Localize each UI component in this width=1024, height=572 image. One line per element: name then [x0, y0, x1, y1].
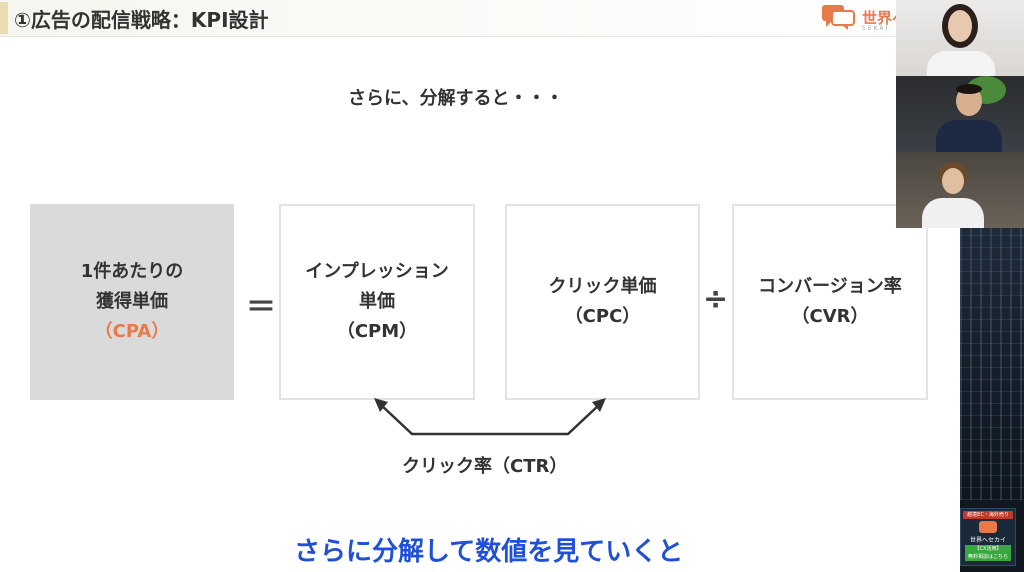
- ctr-label: クリック率（CTR）: [402, 456, 568, 477]
- participant-1-face: [948, 10, 972, 42]
- slide-header: ①広告の配信戦略：KPI設計: [0, 0, 960, 37]
- slide-title: ①広告の配信戦略：KPI設計: [14, 8, 269, 32]
- logo-text: 世界へ: [862, 9, 908, 27]
- ctr-bracket-arrow-icon: [374, 398, 606, 436]
- cvr-abbr: （CVR）: [791, 306, 869, 327]
- participant-3-face: [942, 168, 964, 194]
- channel-badge-line-2: 無料相談はこちら: [967, 554, 1008, 560]
- cpm-line-2: 単価: [359, 291, 395, 312]
- channel-logo-icon: [979, 521, 997, 533]
- cpc-abbr: （CPC）: [564, 306, 641, 327]
- participant-video-3: [896, 152, 1024, 228]
- participant-2-body: [936, 120, 1002, 152]
- cpm-abbr: （CPM）: [336, 321, 418, 342]
- equals-sign: ＝: [246, 290, 276, 325]
- channel-banner-top: 越境EC・海外売り: [963, 511, 1013, 519]
- header-accent-bar: [0, 2, 8, 34]
- slide: ①広告の配信戦略：KPI設計 世界へ SEKAI さらに、分解すると・・・ 1件…: [0, 0, 960, 567]
- channel-banner[interactable]: 越境EC・海外売り 世界へセカイ 【CX活用】 無料相談はこちら: [960, 508, 1016, 566]
- cpm-box: インプレッション 単価 （CPM）: [279, 204, 475, 400]
- divide-sign: ÷: [703, 282, 729, 317]
- logo-subtext: SEKAI: [862, 25, 890, 32]
- cpm-line-1: インプレッション: [305, 261, 449, 282]
- channel-name: 世界へセカイ: [969, 537, 1006, 544]
- intro-text: さらに、分解すると・・・: [348, 88, 564, 109]
- channel-badge-line-1: 【CX活用】: [974, 546, 1002, 552]
- cvr-line-1: コンバージョン率: [758, 276, 902, 297]
- participant-video-1: [896, 0, 1024, 76]
- cpa-box: 1件あたりの 獲得単価 （CPA）: [30, 204, 234, 400]
- cpc-line-1: クリック単価: [548, 276, 657, 297]
- cpa-line-1: 1件あたりの: [80, 261, 184, 282]
- speech-bubble-logo-icon: [822, 5, 855, 30]
- channel-badge[interactable]: 【CX活用】 無料相談はこちら: [965, 545, 1011, 561]
- video-subtitle: さらに分解して数値を見ていくと: [294, 537, 684, 567]
- city-background-image: [960, 228, 1024, 500]
- cpa-line-2: 獲得単価: [96, 291, 168, 312]
- cvr-box: コンバージョン率 （CVR）: [732, 204, 928, 400]
- participant-3-body: [922, 198, 984, 228]
- cpa-abbr: （CPA）: [94, 321, 170, 342]
- participant-2-hair: [956, 84, 982, 94]
- participant-1-body: [926, 50, 996, 76]
- cpc-box: クリック単価 （CPC）: [505, 204, 700, 400]
- participant-video-2: [896, 76, 1024, 152]
